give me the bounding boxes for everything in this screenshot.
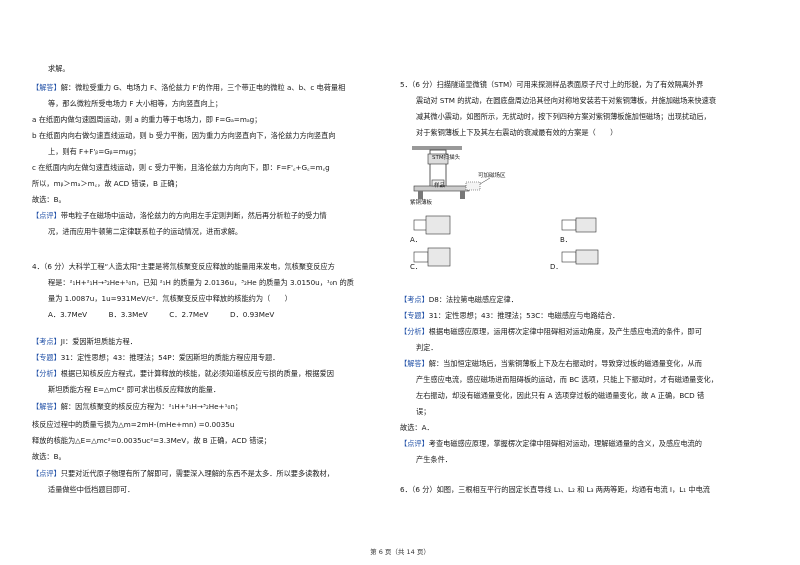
comment-line: 【点评】考查电磁感应原理，掌握楞次定律中阻碍相对运动，理解磁通量的含义，及感应电… <box>400 439 702 448</box>
comment-line: 【点评】带电粒子在磁场中运动，洛伦兹力的方向用左手定则判断，然后再分析粒子的受力… <box>32 211 327 220</box>
section-tag: 【考点】 <box>400 295 429 304</box>
text-line: 故选：B。 <box>32 195 66 204</box>
text-line: 求解。 <box>48 64 70 73</box>
text-line: 判定． <box>416 343 438 352</box>
section-tag: 【考点】 <box>32 337 61 346</box>
text-line: 适量做些中低档题目即可． <box>48 485 135 494</box>
answer-line: 【解答】解：微粒受重力 G、电场力 F、洛伦兹力 F'的作用，三个带正电的微粒 … <box>32 83 346 92</box>
text-line: 减其微小震动，如图所示，无扰动时，按下列四种方案对紫铜薄板施加恒磁场；出现扰动后… <box>416 112 711 121</box>
answer-line: 【解答】解：当加恒定磁场后，当紫铜薄板上下及左右振动时，导致穿过板的磁通量变化，… <box>400 359 702 368</box>
stm-apparatus-figure <box>412 146 491 199</box>
text-line: 产生感应电流，感应磁场进而阻碍板的运动，而 BC 选项，只能上下振动时，才有磁通… <box>416 375 718 384</box>
question-5-line: 5．（6 分）扫描隧道显微镜（STM）可用来探测样品表面原子尺寸上的形貌，为了有… <box>400 80 704 89</box>
text-line: 上，则有 F+F'ᵦ=Gᵦ=mᵦg； <box>48 147 141 156</box>
kaodian-line: 【考点】JI：爱因斯坦质能方程． <box>32 337 137 346</box>
text-line: a 在纸面内做匀速圆周运动，则 a 的重力等于电场力，即 F=Gₐ=mₐg； <box>32 115 262 124</box>
option-d-figure <box>561 249 599 265</box>
text-line: 况，进而应用牛顿第二定律联系粒子的运动情况，进而求解。 <box>48 227 243 236</box>
stm-label: STM扫描头 <box>432 155 461 161</box>
zhuanti-line: 【专题】31：定性思想；43：推理法；53C：电磁感应与电路结合． <box>400 311 620 320</box>
question-4-line: 4．（6 分）大科学工程“人造太阳”主要是将氘核聚变反应释放的能量用来发电，氘核… <box>32 262 335 271</box>
option-b-label: B． <box>560 236 572 244</box>
text-line: 故选：A． <box>400 423 434 432</box>
text-line: 核反应过程中的质量亏损为△m=2mH-(mHe+mn) =0.0035u <box>32 420 235 429</box>
text-line: 左右振动，却没有磁通量变化，因此只有 A 选项穿过板的磁通量变化，故 A 正确，… <box>416 391 705 400</box>
analysis-line: 【分析】根据已知核反应方程式，要计算释放的核能，就必须知道核反应亏损的质量，根据… <box>32 369 334 378</box>
text-line: 斯坦质能方程 E=△mC² 即可求出核反应释放的能量． <box>48 385 221 394</box>
options-line: A．3.7MeV B．3.3MeV C．2.7MeV D．0.93MeV <box>48 310 275 319</box>
magnetic-region-label: 可加磁场区 <box>478 173 506 179</box>
text-line: 对于紫铜薄板上下及其左右震动的衰减最有效的方案是（ ） <box>416 128 618 137</box>
section-tag: 【解答】 <box>400 359 429 368</box>
option-c-figure <box>413 247 451 267</box>
zhuanti-line: 【专题】31：定性思想；43：推理法；54P：爱因斯坦的质能方程应用专题． <box>32 353 280 362</box>
section-tag: 【解答】 <box>32 83 61 92</box>
text-line: 程是：²₁H+²₁H→³₂He+¹₀n，已知 ²₁H 的质量为 2.0136u，… <box>48 278 354 287</box>
sample-label: 样品 <box>434 183 446 189</box>
option-a-label: A． <box>410 236 422 244</box>
question-6-line: 6．（6 分）如图，三根相互平行的固定长直导线 L₁、L₂ 和 L₃ 两两等距，… <box>400 485 710 494</box>
page-footer: 第 6 页（共 14 页） <box>370 548 430 556</box>
kaodian-line: 【考点】D8：法拉第电磁感应定律． <box>400 295 518 304</box>
copper-plate-label: 紫铜薄板 <box>410 200 433 206</box>
option-b-figure <box>561 217 597 233</box>
text-line: 震动对 STM 的扰动，在圆底盘周边沿其径向对称地安装若干对紫铜薄板，并施加磁场… <box>416 96 717 105</box>
option-a-figure <box>413 215 451 235</box>
text-line: 释放的核能为△E=△mc²=0.0035uc²=3.3MeV，故 B 正确，AC… <box>32 436 271 445</box>
analysis-line: 【分析】根据电磁感应原理，运用楞次定律中阻碍相对运动角度，及产生感应电流的条件，… <box>400 327 702 336</box>
text-line: 量为 1.0087u，1u=931MeV/c²．氘核聚变反应中释放的核能约为（ … <box>48 294 292 303</box>
text-line: 故选：B。 <box>32 452 66 461</box>
section-tag: 【分析】 <box>32 369 61 378</box>
text-line: 误； <box>416 407 431 416</box>
section-tag: 【解答】 <box>32 402 61 411</box>
answer-line: 【解答】解：因氘核聚变的核反应方程为：²₁H+²₁H→³₂He+¹₀n； <box>32 402 243 411</box>
section-tag: 【点评】 <box>32 469 61 478</box>
text-line: 产生条件． <box>416 455 452 464</box>
section-tag: 【专题】 <box>32 353 61 362</box>
option-d-label: D． <box>550 263 563 271</box>
comment-line: 【点评】只要对近代原子物理有所了解即可，需要深入理解的东西不是太多．所以要多读教… <box>32 469 334 478</box>
section-tag: 【分析】 <box>400 327 429 336</box>
text-line: c 在纸面内向左做匀速直线运动，则 c 受力平衡，且洛伦兹力方向向下，即：F=F… <box>32 163 330 172</box>
section-tag: 【点评】 <box>400 439 429 448</box>
section-tag: 【专题】 <box>400 311 429 320</box>
section-tag: 【点评】 <box>32 211 61 220</box>
option-c-label: C． <box>410 263 422 271</box>
text-line: 等，那么微粒所受电场力 F 大小相等，方向竖直向上； <box>48 99 223 108</box>
text-line: 所以，mᵦ＞mₐ＞m꜀，故 ACD 错误，B 正确； <box>32 179 182 188</box>
text-line: b 在纸面内向右做匀速直线运动，则 b 受力平衡，因为重力方向竖直向下，洛伦兹力… <box>32 131 336 140</box>
